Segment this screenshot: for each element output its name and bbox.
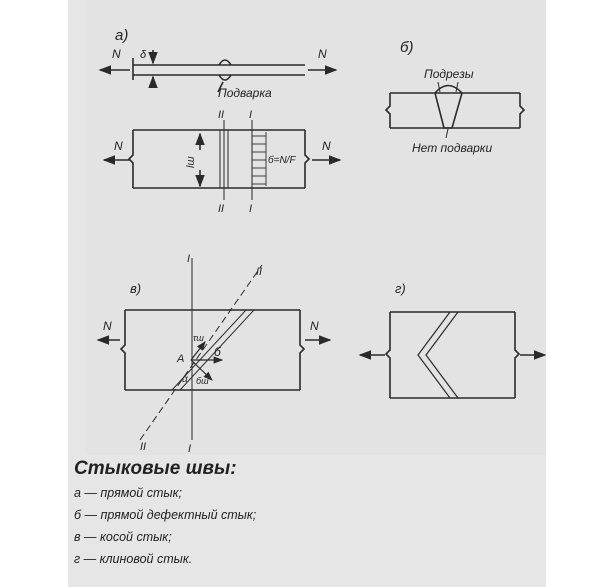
point-a-label: A — [176, 353, 184, 365]
thickness-label: δ — [140, 49, 147, 61]
section-ii-label: II — [140, 441, 146, 453]
section-ii-label: II — [218, 109, 224, 121]
backweld-note: Подварка — [218, 86, 272, 100]
no-backweld-note: Нет подварки — [412, 141, 492, 155]
section-i-label: I — [187, 253, 190, 265]
section-i-label: I — [249, 203, 252, 215]
panel-d-wedge-joint — [358, 311, 547, 399]
normal-stress-label: бш — [196, 376, 209, 386]
section-i-label: I — [188, 443, 191, 455]
caption-title: Стыковые швы: — [74, 458, 237, 479]
panel-a-label: а) — [115, 27, 128, 44]
force-n-label: N — [112, 47, 121, 61]
panel-c-label: в) — [130, 281, 141, 296]
caption-item: в — косой стык; — [74, 530, 172, 544]
caption-item: а — прямой стык; — [74, 486, 182, 500]
section-ii-label: II — [256, 266, 262, 278]
caption-item: г — клиновой стык. — [74, 552, 193, 566]
angle-label: α — [182, 374, 188, 385]
panel-b-label: б) — [400, 39, 413, 56]
stress-label: б — [214, 345, 222, 359]
force-n-label: N — [322, 139, 331, 153]
shear-stress-label: τш — [193, 333, 204, 343]
panel-d-label: г) — [395, 281, 406, 296]
caption-item: б — прямой дефектный стык; — [74, 508, 257, 522]
stress-label: б=N/F — [268, 154, 296, 166]
panel-b-defective-joint — [384, 81, 526, 139]
weld-diagram: а) N N δ Подварка II I II I lш б=N/F N N… — [96, 27, 547, 455]
force-n-label: N — [310, 319, 319, 333]
figure-caption: Стыковые швы: а — прямой стык; б — прямо… — [74, 458, 256, 574]
force-n-label: N — [103, 319, 112, 333]
section-i-label: I — [249, 109, 252, 121]
panel-c-oblique-joint — [96, 258, 332, 441]
weld-length-label: lш — [185, 156, 197, 168]
undercut-note: Подрезы — [424, 67, 474, 81]
force-n-label: N — [318, 47, 327, 61]
panel-a-plan-view — [102, 120, 342, 200]
section-ii-label: II — [218, 203, 224, 215]
panel-a-side-view — [98, 50, 338, 93]
force-n-label: N — [114, 139, 123, 153]
